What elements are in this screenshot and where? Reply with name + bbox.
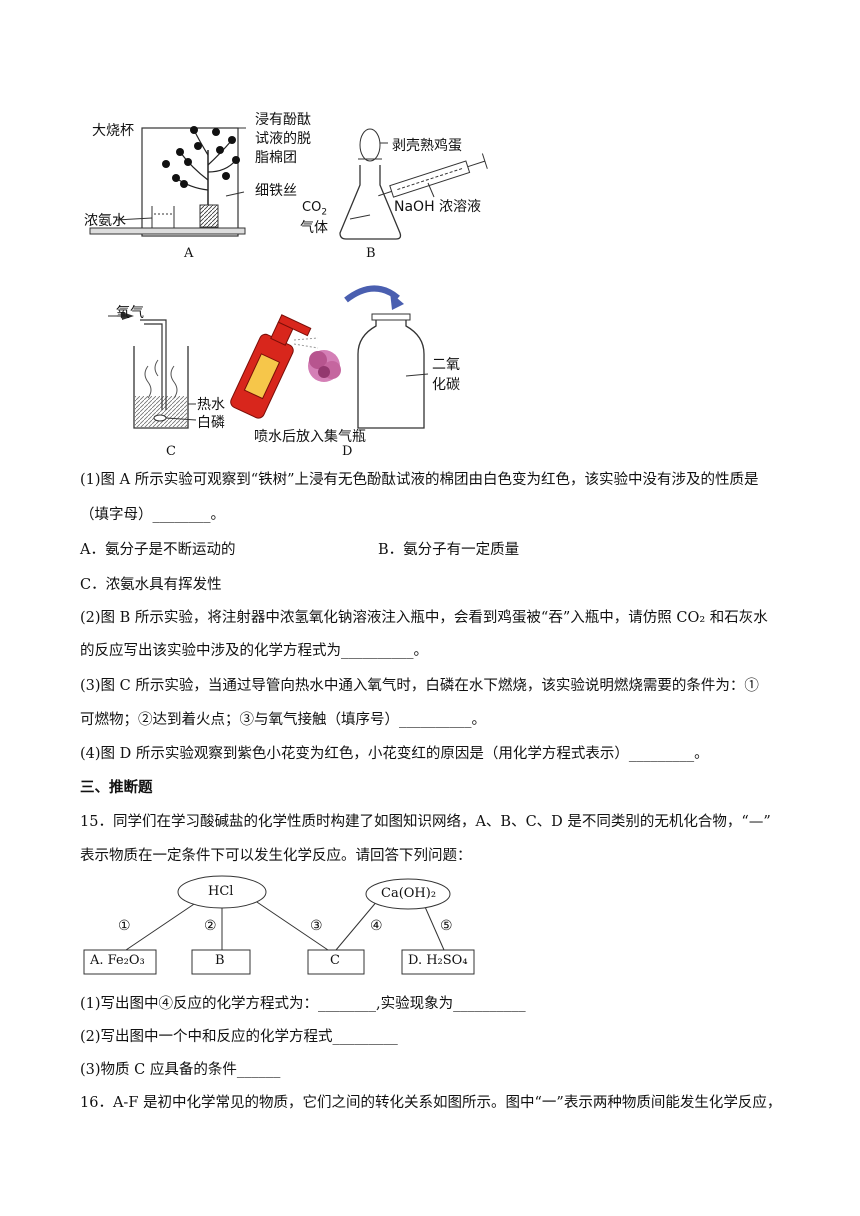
fig-c-caption: C	[166, 444, 176, 459]
box-d-label: D. H₂SO₄	[408, 953, 468, 968]
syringe	[378, 153, 488, 198]
q15-part1: (1)写出图中④反应的化学方程式为：________,实验现象为________…	[80, 996, 526, 1012]
box-c-label: C	[330, 953, 340, 968]
fig-d-caption: D	[342, 444, 353, 459]
fig-d-label-spray: 喷水后放入集气瓶	[254, 429, 366, 445]
q14-part2-line2: 的反应写出该实验中涉及的化学方程式为__________。	[80, 643, 428, 659]
white-phosphorus	[153, 414, 167, 422]
gas-jar	[357, 318, 425, 429]
q15-line2: 表示物质在一定条件下可以发生化学反应。请回答下列问题：	[80, 848, 472, 864]
edge-label-5: ⑤	[440, 918, 453, 934]
fig-a-label-wire: 细铁丝	[255, 183, 297, 199]
q15-part2: (2)写出图中一个中和反应的化学方程式_________	[80, 1029, 398, 1045]
q14-option-b: B．氨分子有一定质量	[378, 542, 520, 558]
knowledge-network	[83, 875, 475, 975]
q14-part2-line1: (2)图 B 所示实验，将注射器中浓氢氧化钠溶液注入瓶中，会看到鸡蛋被“吞”入瓶…	[80, 610, 768, 626]
section-heading: 三、推断题	[80, 780, 153, 796]
figure-a	[89, 126, 246, 237]
beaker-c	[133, 346, 189, 429]
fig-a-caption: A	[184, 246, 194, 261]
egg	[359, 128, 381, 162]
edge-label-1: ①	[118, 918, 131, 934]
figure-b	[339, 128, 488, 240]
edge-label-4: ④	[370, 918, 383, 934]
fig-c-label-hotwater: 热水	[197, 397, 225, 413]
fig-b-label-co2: CO2	[302, 200, 328, 218]
node-caoh2-label: Ca(OH)₂	[381, 886, 437, 901]
fig-a-label-beaker: 大烧杯	[92, 123, 134, 139]
figure-c	[108, 312, 197, 429]
purple-flower	[308, 350, 341, 382]
figure-d	[230, 285, 429, 429]
box-d	[401, 949, 475, 975]
fig-b-label-egg: 剥壳熟鸡蛋	[392, 138, 462, 154]
q14-part1-line2: （填字母）________。	[80, 507, 225, 523]
fig-a-label-cotton-3: 脂棉团	[255, 150, 297, 166]
fig-c-label-phosphorus: 白磷	[197, 415, 225, 431]
cotton-balls	[162, 126, 240, 188]
flask	[339, 165, 402, 240]
q14-part4: (4)图 D 所示实验观察到紫色小花变为红色，小花变红的原因是（用化学方程式表示…	[80, 746, 709, 762]
q15-line1: 15．同学们在学习酸碱盐的化学性质时构建了如图知识网络，A、B、C、D 是不同类…	[80, 814, 771, 830]
q14-part1-line1: (1)图 A 所示实验可观察到“铁树”上浸有无色酚酞试液的棉团由白色变为红色，该…	[80, 472, 759, 488]
box-b-label: B	[215, 953, 225, 968]
fig-a-label-cotton-1: 浸有酚酞	[255, 112, 311, 128]
fig-b-caption: B	[366, 246, 376, 261]
fig-d-label-gas-2: 化碳	[432, 377, 460, 393]
q14-option-c: C．浓氨水具有挥发性	[80, 577, 222, 593]
fig-b-label-naoh: NaOH 浓溶液	[394, 199, 482, 215]
box-c	[307, 949, 365, 975]
q14-option-a: A．氨分子是不断运动的	[80, 542, 236, 558]
box-b	[191, 949, 251, 975]
q15-part3: (3)物质 C 应具备的条件______	[80, 1062, 281, 1078]
edge-label-3: ③	[310, 918, 323, 934]
spray-bottle	[230, 314, 312, 419]
caoh2-node	[365, 878, 451, 910]
box-a-label: A. Fe₂O₃	[90, 953, 145, 968]
big-beaker	[141, 127, 239, 237]
q14-part3-line1: (3)图 C 所示实验，当通过导管向热水中通入氧气时，白磷在水下燃烧，该实验说明…	[80, 678, 759, 694]
q16-line1: 16．A-F 是初中化学常见的物质，它们之间的转化关系如图所示。图中“一”表示两…	[80, 1095, 782, 1111]
curved-arrow	[344, 285, 400, 303]
node-hcl-label: HCl	[208, 884, 234, 899]
fig-d-label-gas-1: 二氧	[432, 357, 460, 373]
edge-label-2: ②	[204, 918, 217, 934]
hcl-node	[177, 875, 267, 909]
fig-a-label-ammonia: 浓氨水	[84, 213, 126, 229]
small-beaker	[151, 206, 175, 229]
box-a	[83, 949, 157, 975]
q14-part3-line2: 可燃物；②达到着火点；③与氧气接触（填序号）__________。	[80, 712, 486, 728]
fig-a-label-cotton-2: 试液的脱	[255, 131, 311, 147]
fig-b-label-gas: 气体	[300, 220, 328, 236]
fig-c-label-oxygen: 氧气	[116, 305, 144, 321]
